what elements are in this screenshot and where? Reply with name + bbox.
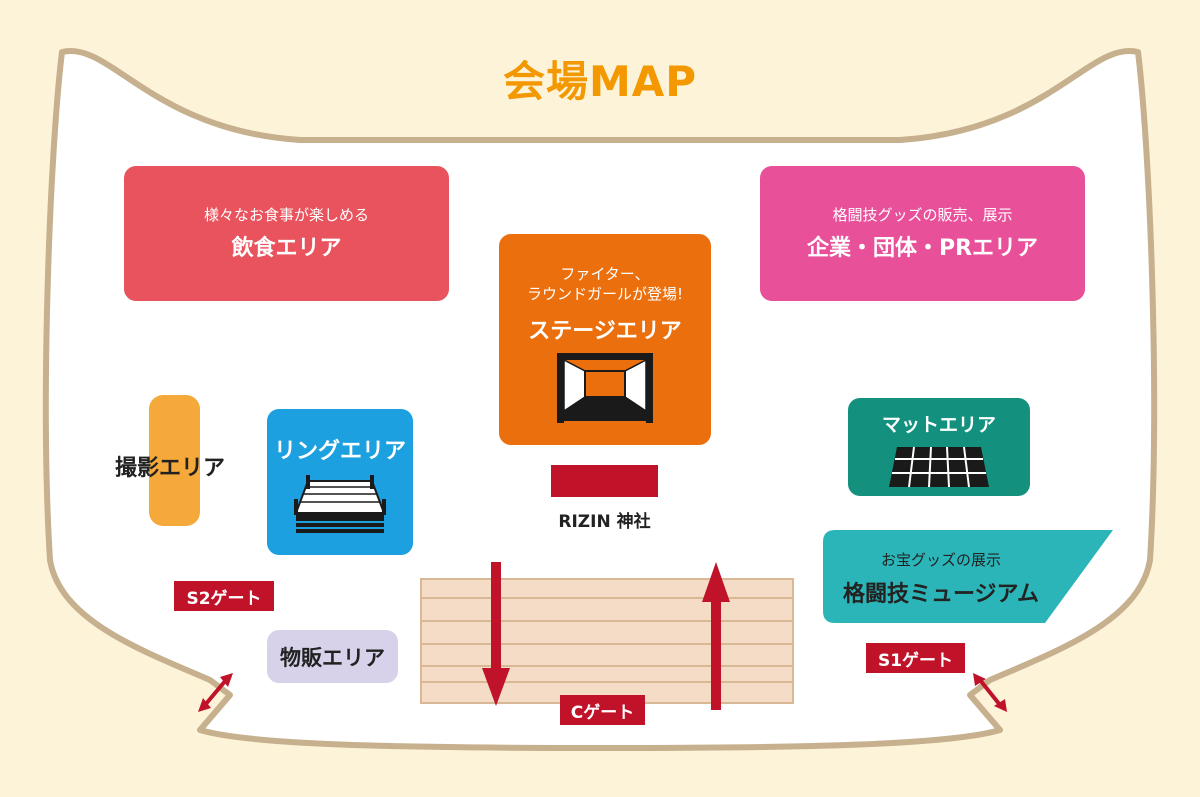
stage-area-description-1: ファイター、 xyxy=(560,265,650,283)
ring-icon xyxy=(294,475,386,533)
stage-area-description-2: ラウンドガールが登場! xyxy=(526,285,683,304)
food-area[interactable]: 様々なお食事が楽しめる 飲食エリア xyxy=(124,166,449,301)
map-title: 会場MAP xyxy=(502,57,698,106)
food-area-description: 様々なお食事が楽しめる xyxy=(203,206,369,225)
photo-area-bar[interactable] xyxy=(149,395,200,526)
museum-area-shape xyxy=(823,530,1113,623)
corporate-area-description: 格闘技グッズの販売、展示 xyxy=(832,206,1013,225)
s1-gate-label: S1ゲート xyxy=(866,643,965,673)
ring-area[interactable]: リングエリア xyxy=(267,409,413,555)
corporate-area-name: 企業・団体・PRエリア xyxy=(806,235,1039,261)
c-gate-label: Cゲート xyxy=(560,695,645,725)
stage-icon xyxy=(557,352,653,423)
museum-area-description: お宝グッズの展示 xyxy=(880,551,1001,569)
food-area-name: 飲食エリア xyxy=(231,235,342,261)
corporate-area[interactable]: 格闘技グッズの販売、展示 企業・団体・PRエリア xyxy=(760,166,1085,301)
s1-gate-arrow xyxy=(973,673,1007,712)
museum-area-name: 格闘技ミュージアム xyxy=(842,582,1040,607)
s2-gate-arrow xyxy=(198,673,233,712)
stage-area-name: ステージエリア xyxy=(528,318,682,344)
merch-area[interactable]: 物販エリア xyxy=(267,630,398,683)
s2-gate-label: S2ゲート xyxy=(174,581,274,611)
mat-area-name: マットエリア xyxy=(881,414,996,436)
ring-area-name: リングエリア xyxy=(273,439,406,464)
mat-icon xyxy=(889,446,989,488)
bleachers xyxy=(420,578,794,704)
merch-area-name: 物販エリア xyxy=(280,645,385,670)
shrine-marker xyxy=(551,465,658,497)
mat-area[interactable]: マットエリア xyxy=(848,398,1030,496)
shrine-name: RIZIN 神社 xyxy=(558,512,651,532)
stage-area[interactable]: ファイター、 ラウンドガールが登場! ステージエリア xyxy=(499,234,711,445)
museum-area[interactable]: お宝グッズの展示 格闘技ミュージアム xyxy=(823,530,1113,623)
c-gate-up-arrow xyxy=(702,562,730,710)
photo-area-name: 撮影エリア xyxy=(115,456,226,481)
c-gate-down-arrow xyxy=(482,562,510,706)
